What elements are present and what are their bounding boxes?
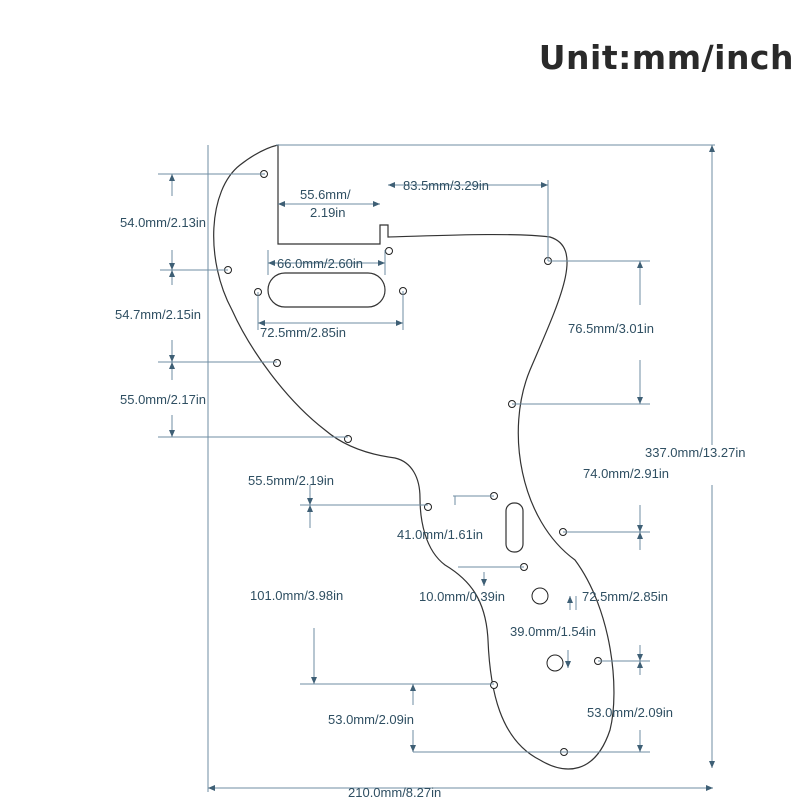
dim-label: 66.0mm/2.60in	[277, 256, 363, 271]
pickup-cavity	[267, 272, 386, 308]
jack-hole	[531, 587, 549, 605]
dim-label: 76.5mm/3.01in	[568, 321, 654, 336]
pickguard-outline	[213, 144, 615, 770]
dim-label: 101.0mm/3.98in	[250, 588, 343, 603]
dim-label: 55.5mm/2.19in	[248, 473, 334, 488]
dim-label: 54.7mm/2.15in	[115, 307, 201, 322]
dim-label: 55.6mm/	[300, 187, 351, 202]
dim-label: 74.0mm/2.91in	[583, 466, 669, 481]
dim-label: 72.5mm/2.85in	[582, 589, 668, 604]
dim-label: 10.0mm/0.39in	[419, 589, 505, 604]
dim-label: 2.19in	[310, 205, 345, 220]
dim-label: 53.0mm/2.09in	[328, 712, 414, 727]
extension-lines	[158, 144, 715, 792]
screw-holes	[224, 170, 602, 756]
dim-label: 39.0mm/1.54in	[510, 624, 596, 639]
dimension-arrows	[169, 145, 715, 791]
dim-label: 53.0mm/2.09in	[587, 705, 673, 720]
dim-label: 41.0mm/1.61in	[397, 527, 483, 542]
dim-label: 55.0mm/2.17in	[120, 392, 206, 407]
dim-label: 54.0mm/2.13in	[120, 215, 206, 230]
dim-label: 83.5mm/3.29in	[403, 178, 489, 193]
dim-label: 210.0mm/8.27in	[348, 785, 441, 800]
switch-slot	[505, 502, 524, 553]
page-title: Unit:mm/inch	[538, 38, 794, 77]
dim-label: 72.5mm/2.85in	[260, 325, 346, 340]
dim-label: 337.0mm/13.27in	[645, 445, 745, 460]
screw-hole	[490, 681, 498, 689]
screw-hole	[273, 359, 281, 367]
dimension-labels: 54.0mm/2.13in 54.7mm/2.15in 55.0mm/2.17i…	[115, 178, 745, 800]
knob-hole	[546, 654, 564, 672]
screw-hole	[385, 247, 393, 255]
